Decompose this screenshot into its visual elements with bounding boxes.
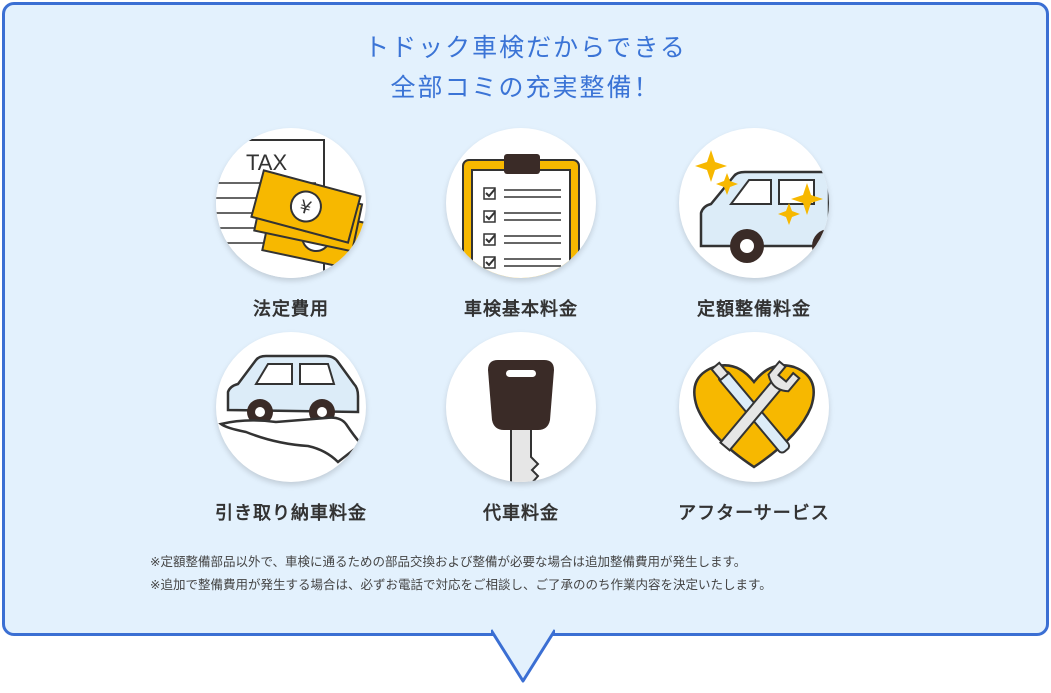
- heart-tools-icon: [679, 332, 829, 482]
- bubble-tail: [491, 628, 555, 683]
- car-key-icon: [446, 332, 596, 482]
- tax-money-icon: TAX ¥: [216, 128, 366, 278]
- sparkling-car-icon: [679, 128, 829, 278]
- speech-bubble-panel: [2, 2, 1049, 636]
- feature-loaner-car: 代車料金: [406, 332, 636, 525]
- feature-label: 代車料金: [483, 503, 559, 524]
- feature-label: 引き取り納車料金: [215, 503, 367, 524]
- clipboard-checklist-icon: [446, 128, 596, 278]
- footnotes: ※定額整備部品以外で、車検に通るための部品交換および整備が必要な場合は追加整備費…: [150, 550, 772, 596]
- headline: トドック車検だからできる 全部コミの充実整備！: [0, 28, 1051, 108]
- feature-label: 定額整備料金: [697, 299, 811, 320]
- feature-fixed-maintenance: 定額整備料金: [639, 128, 869, 321]
- footnote: ※追加で整備費用が発生する場合は、必ずお電話で対応をご相談し、ご了承ののち作業内…: [150, 577, 772, 592]
- feature-legal-fees: TAX ¥ 法定費用: [176, 128, 406, 321]
- car-on-hand-icon: [216, 332, 366, 482]
- feature-label: 車検基本料金: [464, 299, 578, 320]
- yen-symbol: ¥: [297, 196, 313, 219]
- feature-pickup-delivery: 引き取り納車料金: [176, 332, 406, 525]
- headline-line1: トドック車検だからできる: [364, 33, 687, 62]
- feature-label: 法定費用: [253, 299, 329, 320]
- feature-after-service: アフターサービス: [639, 332, 869, 525]
- feature-label: アフターサービス: [678, 503, 830, 524]
- footnote: ※定額整備部品以外で、車検に通るための部品交換および整備が必要な場合は追加整備費…: [150, 554, 747, 569]
- headline-line2: 全部コミの充実整備！: [390, 73, 661, 102]
- feature-basic-fee: 車検基本料金: [406, 128, 636, 321]
